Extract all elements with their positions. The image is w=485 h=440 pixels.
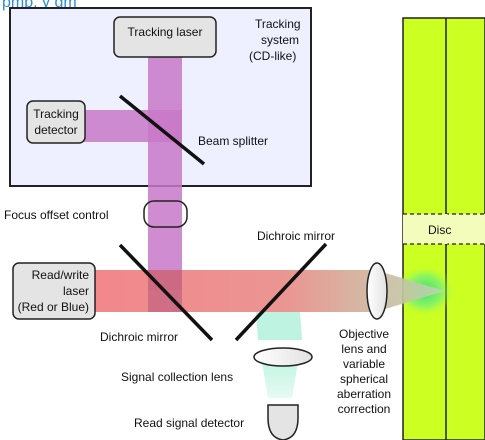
- dichroic-mirror-lower-label: Dichroic mirror: [100, 330, 178, 344]
- dichroic-mirror-upper: [234, 242, 328, 342]
- signal-collection-lens: [253, 347, 313, 367]
- objective-lens: [366, 262, 388, 320]
- read-write-laser-label-3: (Red or Blue): [18, 300, 89, 314]
- objective-label: Objective lens and variable spherical ab…: [337, 327, 391, 416]
- objective-label-4: spherical: [340, 372, 388, 386]
- objective-label-6: correction: [338, 402, 391, 416]
- tracking-beam-to-detector: [82, 110, 182, 142]
- tracking-system-label-1: Tracking: [255, 17, 301, 31]
- signal-collection-label: Signal collection lens: [121, 370, 233, 384]
- tracking-system-label-2: system: [261, 33, 299, 47]
- read-write-beam: [95, 270, 445, 312]
- focus-offset-label: Focus offset control: [4, 208, 109, 222]
- objective-label-3: variable: [343, 357, 385, 371]
- read-write-laser-label-1: Read/write: [32, 268, 90, 282]
- tracking-detector-label-1: Tracking: [33, 107, 79, 121]
- tracking-detector-label-2: detector: [34, 123, 77, 137]
- tracking-laser-label: Tracking laser: [128, 25, 203, 39]
- objective-label-2: lens and: [341, 342, 386, 356]
- read-signal-detector: [267, 404, 299, 440]
- tracking-detector-box: [26, 100, 86, 144]
- read-write-laser-box: [12, 262, 96, 320]
- read-write-laser-label-2: laser: [63, 284, 89, 298]
- dichroic-mirror-lower: [118, 243, 214, 342]
- beam-splitter-label: Beam splitter: [198, 134, 268, 148]
- beam-splitter: [118, 94, 206, 166]
- dichroic-mirror-upper-label: Dichroic mirror: [257, 229, 335, 243]
- header-fragment: pmp, y gm: [2, 0, 77, 11]
- read-signal-detector-label: Read signal detector: [134, 416, 244, 430]
- tracking-beam: [148, 56, 182, 290]
- focus-offset-control: [143, 200, 188, 228]
- tracking-laser-box: [113, 16, 217, 58]
- objective-label-1: Objective: [339, 327, 389, 341]
- tracking-system-label-3: (CD-like): [249, 49, 296, 63]
- signal-beam-upper: [256, 312, 302, 340]
- objective-label-5: aberration: [337, 387, 391, 401]
- disc-label: Disc: [428, 223, 451, 237]
